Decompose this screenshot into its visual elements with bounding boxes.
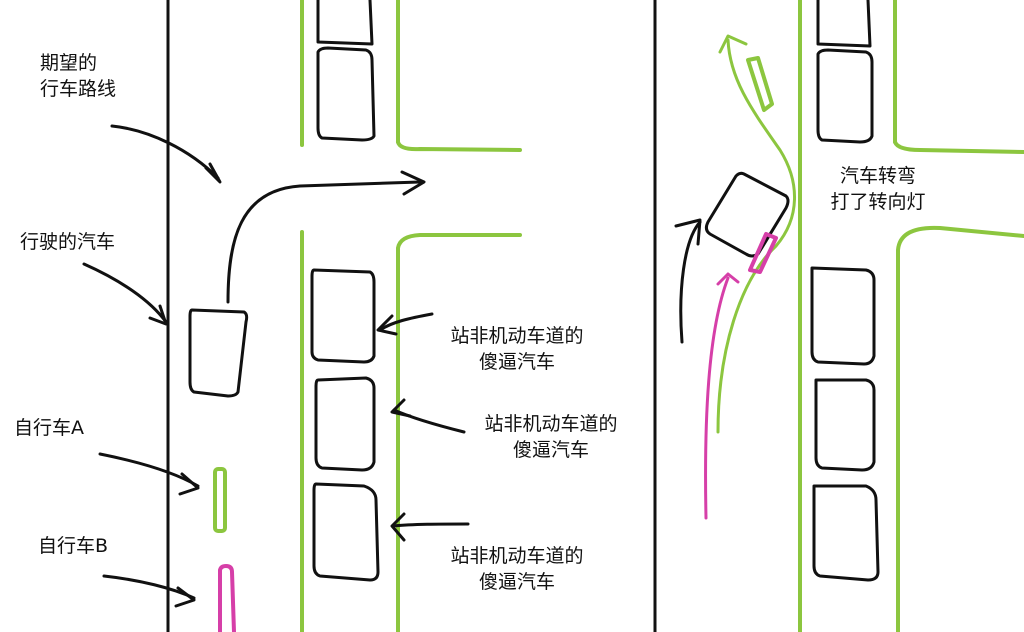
parked-car-3 [312,482,380,582]
expected-route-pointer-head [204,162,222,184]
parked-car-1-label: 站非机动车道的 傻逼汽车 [432,323,602,375]
bicycle-b-path-head [716,272,740,286]
parked-car-2 [314,376,376,472]
bicycle-a-label: 自行车A [14,417,84,439]
bicycle-a-right [746,56,774,112]
moving-car-left [188,308,249,398]
parked-car-1 [310,268,376,364]
expected-route-label-line2: 行车路线 [40,78,117,100]
turning-car [704,171,790,258]
expected-route-label: 期望的 行车路线 [40,50,116,102]
bicycle-a-path [716,38,796,434]
parked-car-3-pointer [392,522,470,528]
expected-route-label-line1: 期望的 [40,52,98,74]
moving-car-label: 行驶的汽车 [20,231,116,253]
parked-car-1-label-line1: 站非机动车道的 [450,325,584,347]
bicycle-b-right [748,232,778,274]
turning-car-path-head [674,218,702,246]
expected-route-pointer [110,124,220,180]
parked-car-5 [814,378,876,472]
parked-car-2-label: 站非机动车道的 傻逼汽车 [466,411,636,463]
moving-car-pointer [82,262,168,324]
bicycle-a [213,467,227,533]
turning-car-path [679,220,702,344]
parked-car-3-pointer-head [390,512,406,542]
bicycle-b-pointer [102,574,196,600]
parked-car-2-label-line1: 站非机动车道的 [484,413,618,435]
bicycle-a-path-head [718,34,748,54]
bike-lane-lines-left [300,0,522,632]
parked-car-2-label-line2: 傻逼汽车 [512,439,589,461]
parked-car-6 [812,484,880,582]
bicycle-b-path [704,276,730,520]
turn-signal-label-line1: 汽车转弯 [839,165,916,187]
parked-cars-top-right [816,0,874,144]
parked-car-3-label: 站非机动车道的 傻逼汽车 [432,543,602,595]
parked-car-1-label-line2: 傻逼汽车 [478,351,555,373]
parked-car-4 [810,266,876,366]
moving-car-pointer-head [148,304,168,326]
bicycle-a-pointer-head [178,472,200,496]
parked-car-3-label-line1: 站非机动车道的 [450,545,584,567]
parked-cars-top-left [316,0,376,142]
turn-signal-label-line2: 打了转向灯 [830,191,926,213]
parked-car-1-pointer [378,312,434,332]
bicycle-b-pointer-head [174,586,196,608]
parked-car-2-pointer-head [390,398,412,418]
bike-lane-lines-right [798,0,1024,632]
expected-route-path [226,180,422,304]
expected-route-arrowhead [400,170,426,196]
bicycle-b [218,564,236,632]
parked-car-1-pointer-head [376,314,398,336]
turn-signal-label: 汽车转弯 打了转向灯 [808,163,948,215]
bicycle-a-pointer [98,452,200,488]
parked-car-3-label-line2: 傻逼汽车 [478,571,555,593]
bicycle-b-label: 自行车B [38,535,109,557]
